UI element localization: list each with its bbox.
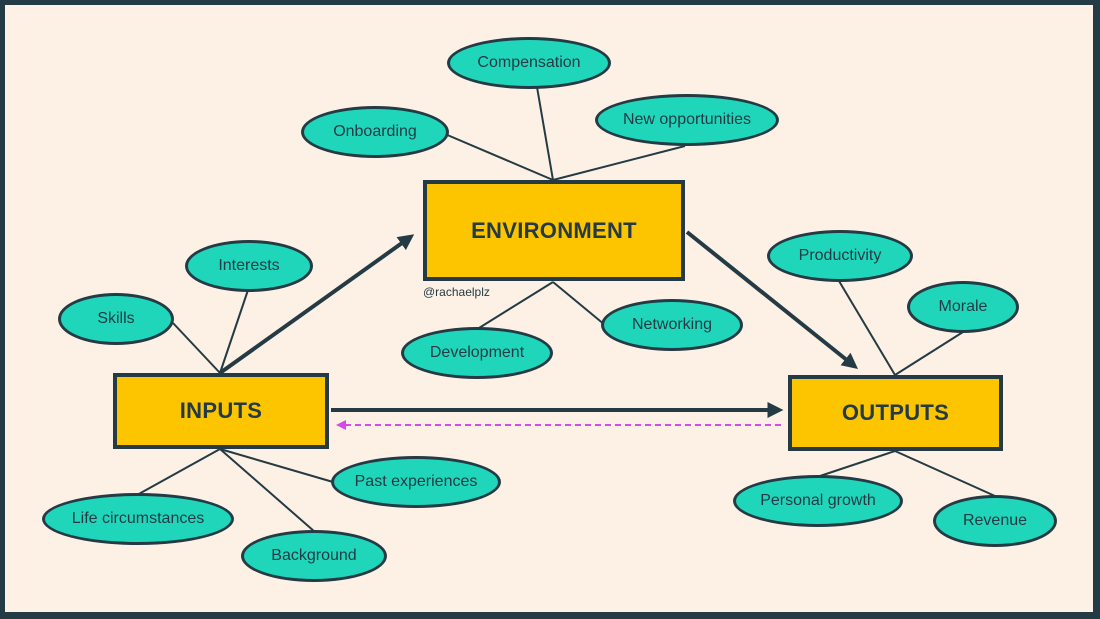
oval-morale: Morale (907, 281, 1019, 333)
oval-background: Background (241, 530, 387, 582)
author-credit: @rachaelplz (423, 285, 490, 299)
inputs-box: INPUTS (113, 373, 329, 449)
connector-environment-networking (552, 281, 606, 326)
oval-interests: Interests (185, 240, 313, 292)
connector-inputs-life-circumstances (136, 448, 221, 496)
connector-layer (136, 86, 996, 533)
arrow-environment-to-outputs (685, 230, 858, 370)
arrow-inputs-to-environment (218, 234, 415, 375)
connector-inputs-skills (172, 322, 221, 374)
connector-outputs-personal-growth (816, 450, 896, 478)
connector-environment-onboarding (444, 133, 554, 181)
oval-networking: Networking (601, 299, 743, 351)
oval-life-circumstances: Life circumstances (42, 493, 234, 545)
oval-personal-growth: Personal growth (733, 475, 903, 527)
oval-compensation: Compensation (447, 37, 611, 89)
connector-inputs-interests (219, 289, 249, 374)
connector-environment-compensation (536, 86, 554, 181)
connector-environment-new-opportunities (552, 145, 686, 181)
oval-new-opportunities: New opportunities (595, 94, 779, 146)
connector-outputs-revenue (894, 450, 996, 497)
connector-environment-development (478, 281, 554, 329)
connector-inputs-background (219, 448, 316, 533)
connector-outputs-morale (894, 331, 964, 376)
diagram-canvas: ENVIRONMENT @rachaelplz INPUTS OUTPUTS C… (5, 5, 1093, 612)
oval-past-experiences: Past experiences (331, 456, 501, 508)
connector-inputs-past-experiences (219, 448, 334, 483)
connector-outputs-productivity (838, 280, 896, 376)
oval-onboarding: Onboarding (301, 106, 449, 158)
oval-development: Development (401, 327, 553, 379)
environment-box: ENVIRONMENT (423, 180, 685, 281)
oval-skills: Skills (58, 293, 174, 345)
oval-productivity: Productivity (767, 230, 913, 282)
outputs-box: OUTPUTS (788, 375, 1003, 451)
oval-revenue: Revenue (933, 495, 1057, 547)
